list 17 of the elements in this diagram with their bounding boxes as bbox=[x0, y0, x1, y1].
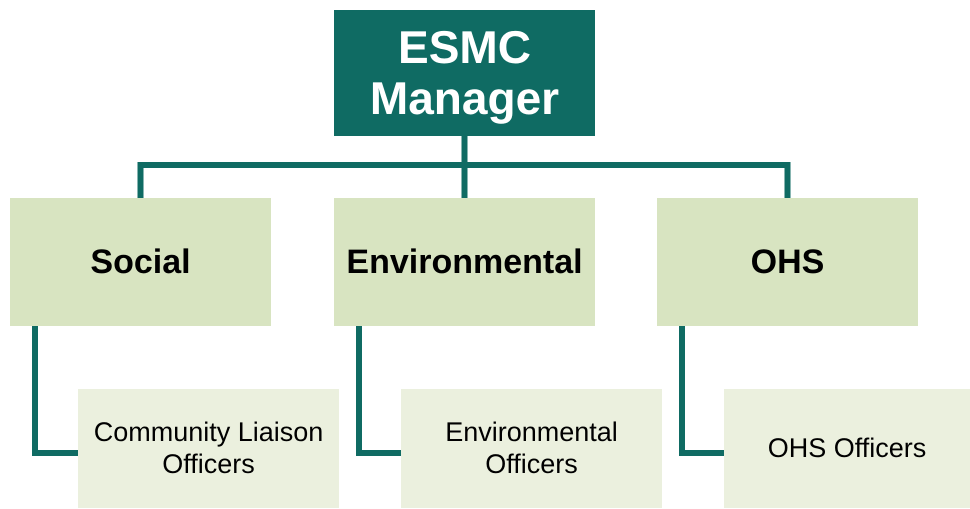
box-label: Environmental bbox=[346, 242, 583, 282]
officer-box bbox=[724, 389, 970, 508]
officer-box bbox=[78, 389, 339, 508]
department-box bbox=[10, 198, 271, 326]
box-label: OHS Officers bbox=[768, 432, 926, 464]
connector-line bbox=[679, 326, 724, 456]
box-label: Community Liaison Officers bbox=[92, 416, 324, 480]
officer-box bbox=[401, 389, 662, 508]
box-label: OHS bbox=[750, 242, 824, 282]
department-box bbox=[334, 198, 595, 326]
box-label: Social bbox=[90, 242, 191, 282]
connector-line bbox=[356, 326, 401, 456]
connector-line bbox=[32, 326, 78, 456]
box-label: ESMC Manager bbox=[368, 22, 560, 124]
department-box bbox=[657, 198, 918, 326]
manager-box bbox=[334, 10, 595, 136]
box-label: Environmental Officers bbox=[444, 416, 619, 480]
